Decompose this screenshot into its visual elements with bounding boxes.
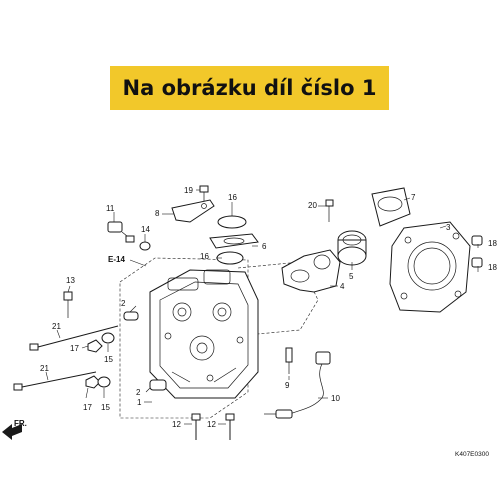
label-16-upper: 16 [228, 193, 237, 202]
nut-part-17-lower[interactable] [85, 375, 101, 389]
label-8: 8 [155, 209, 160, 218]
o-ring-part-16-upper[interactable] [217, 215, 247, 229]
label-1: 1 [137, 398, 142, 407]
label-17-upper: 17 [70, 344, 79, 353]
front-direction-indicator: FR. [2, 419, 27, 440]
bolt-part-13[interactable] [63, 291, 73, 318]
label-9: 9 [285, 381, 290, 390]
reference-e14-arrow [129, 259, 147, 267]
washer-part-14[interactable] [139, 241, 151, 251]
temp-sensor-part-9[interactable] [285, 347, 293, 374]
stud-part-12-right[interactable] [225, 413, 235, 440]
label-3: 3 [446, 223, 451, 232]
bracket-part-8[interactable] [171, 199, 215, 223]
label-16-lower: 16 [200, 252, 209, 261]
dowel-pin-part-18-upper[interactable] [471, 235, 483, 246]
label-12-left: 12 [172, 420, 181, 429]
cylinder-head-part-1[interactable] [149, 269, 259, 399]
label-15-upper: 15 [104, 355, 113, 364]
label-7: 7 [411, 193, 416, 202]
label-14: 14 [141, 225, 150, 234]
label-18-lower: 18 [488, 263, 497, 272]
pin-part-2-lower[interactable] [149, 379, 167, 391]
label-21-lower: 21 [40, 364, 49, 373]
bolt-part-20[interactable] [325, 199, 334, 222]
label-11: 11 [106, 204, 115, 213]
label-10: 10 [331, 394, 340, 403]
insulator-part-7[interactable] [371, 187, 411, 227]
washer-part-15-upper[interactable] [101, 332, 115, 344]
banner-text: Na obrázku díl číslo 1 [122, 76, 377, 100]
washer-part-15-lower[interactable] [97, 376, 111, 388]
stud-bolt-part-21-upper[interactable] [29, 325, 119, 351]
nut-part-17-upper[interactable] [87, 339, 103, 353]
label-2-lower: 2 [136, 388, 141, 397]
diagram-code: K407E0300 [455, 451, 489, 458]
leader-lines [45, 189, 479, 425]
label-6: 6 [262, 242, 267, 251]
label-13: 13 [66, 276, 75, 285]
sensor-part-11[interactable] [107, 221, 135, 243]
part-number-banner: Na obrázku díl číslo 1 [110, 66, 389, 110]
head-outline-hatch [237, 261, 319, 335]
assembly-outline [119, 257, 249, 419]
pin-part-2-upper[interactable] [123, 311, 139, 321]
label-20: 20 [308, 201, 317, 210]
stud-part-12-left[interactable] [191, 413, 201, 440]
label-2-upper: 2 [121, 299, 126, 308]
label-4: 4 [340, 282, 345, 291]
insulator-part-6[interactable] [209, 233, 259, 249]
label-18-upper: 18 [488, 239, 497, 248]
o2-sensor-part-10[interactable] [264, 351, 331, 419]
front-direction-label: FR. [14, 419, 27, 428]
reference-e14: E-14 [108, 255, 125, 264]
label-12-right: 12 [207, 420, 216, 429]
label-17-lower: 17 [83, 403, 92, 412]
label-5: 5 [349, 272, 354, 281]
stud-bolt-part-21-lower[interactable] [13, 371, 97, 391]
label-21-upper: 21 [52, 322, 61, 331]
gasket-part-3[interactable] [389, 221, 471, 313]
dowel-pin-part-18-lower[interactable] [471, 257, 483, 268]
clamp-part-5[interactable] [337, 230, 367, 266]
part-labels: 19 16 11 8 14 20 7 3 18 18 16 6 5 4 13 2… [40, 186, 497, 429]
label-15-lower: 15 [101, 403, 110, 412]
label-19: 19 [184, 186, 193, 195]
